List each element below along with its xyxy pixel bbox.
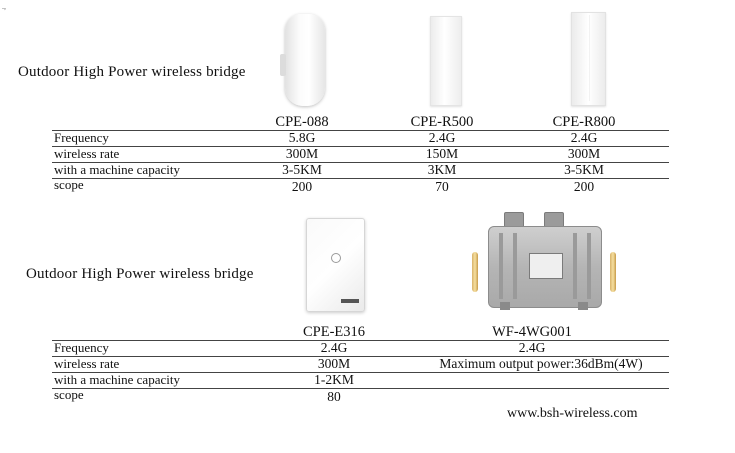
table-cell: 200 [573,179,595,194]
table-cell: 150M [425,146,459,161]
table-cell: 3-5KM [282,162,322,177]
table-cell: 1-2KM [314,372,354,387]
row-label-capacity: with a machine capacity [54,162,180,177]
section1-title: Outdoor High Power wireless bridge [18,64,246,80]
table-cell: 3KM [427,162,457,177]
product-header-cpe-e316: CPE-E316 [302,324,366,340]
table-cell: 200 [291,179,313,194]
table-cell: 70 [435,179,449,194]
table1-rule [52,162,669,163]
cpe-r800-device-icon [571,12,606,106]
cpe-e316-device-icon [306,218,365,312]
table-cell: 300M [285,146,319,161]
table1-rule [52,130,669,131]
row-label-frequency: Frequency [54,130,109,145]
table-cell: 3-5KM [564,162,604,177]
row-label-wireless-rate: wireless rate [54,356,120,371]
table2-rule [52,356,669,357]
table-cell: 2.4G [320,340,348,355]
table2-rule [52,340,669,341]
row-label-scope: scope [54,177,84,192]
product-header-cpe-r800: CPE-R800 [552,114,616,130]
table-cell: 2.4G [570,130,598,145]
table1-rule [52,146,669,147]
table-cell: 300M [317,356,351,371]
cpe-088-device-icon [280,14,325,106]
footer-website: www.bsh-wireless.com [507,406,638,421]
cpe-r500-device-icon [430,16,462,106]
table-cell: 2.4G [518,340,546,355]
table-cell: Maximum output power:36dBm(4W) [439,356,643,371]
table1-rule [52,178,669,179]
product-header-cpe-088: CPE-088 [275,114,329,130]
row-label-capacity: with a machine capacity [54,372,180,387]
corner-mark: ., [2,2,6,11]
row-label-scope: scope [54,387,84,402]
product-header-wf-4wg001: WF-4WG001 [492,324,572,340]
table2-rule [52,388,669,389]
table-cell: 2.4G [428,130,456,145]
product-header-cpe-r500: CPE-R500 [410,114,474,130]
row-label-frequency: Frequency [54,340,109,355]
table-cell: 300M [567,146,601,161]
table-cell: 5.8G [288,130,316,145]
wf-4wg001-device-icon [470,212,618,314]
row-label-wireless-rate: wireless rate [54,146,120,161]
table-cell: 80 [327,389,341,404]
section2-title: Outdoor High Power wireless bridge [26,266,254,282]
table2-rule [52,372,669,373]
